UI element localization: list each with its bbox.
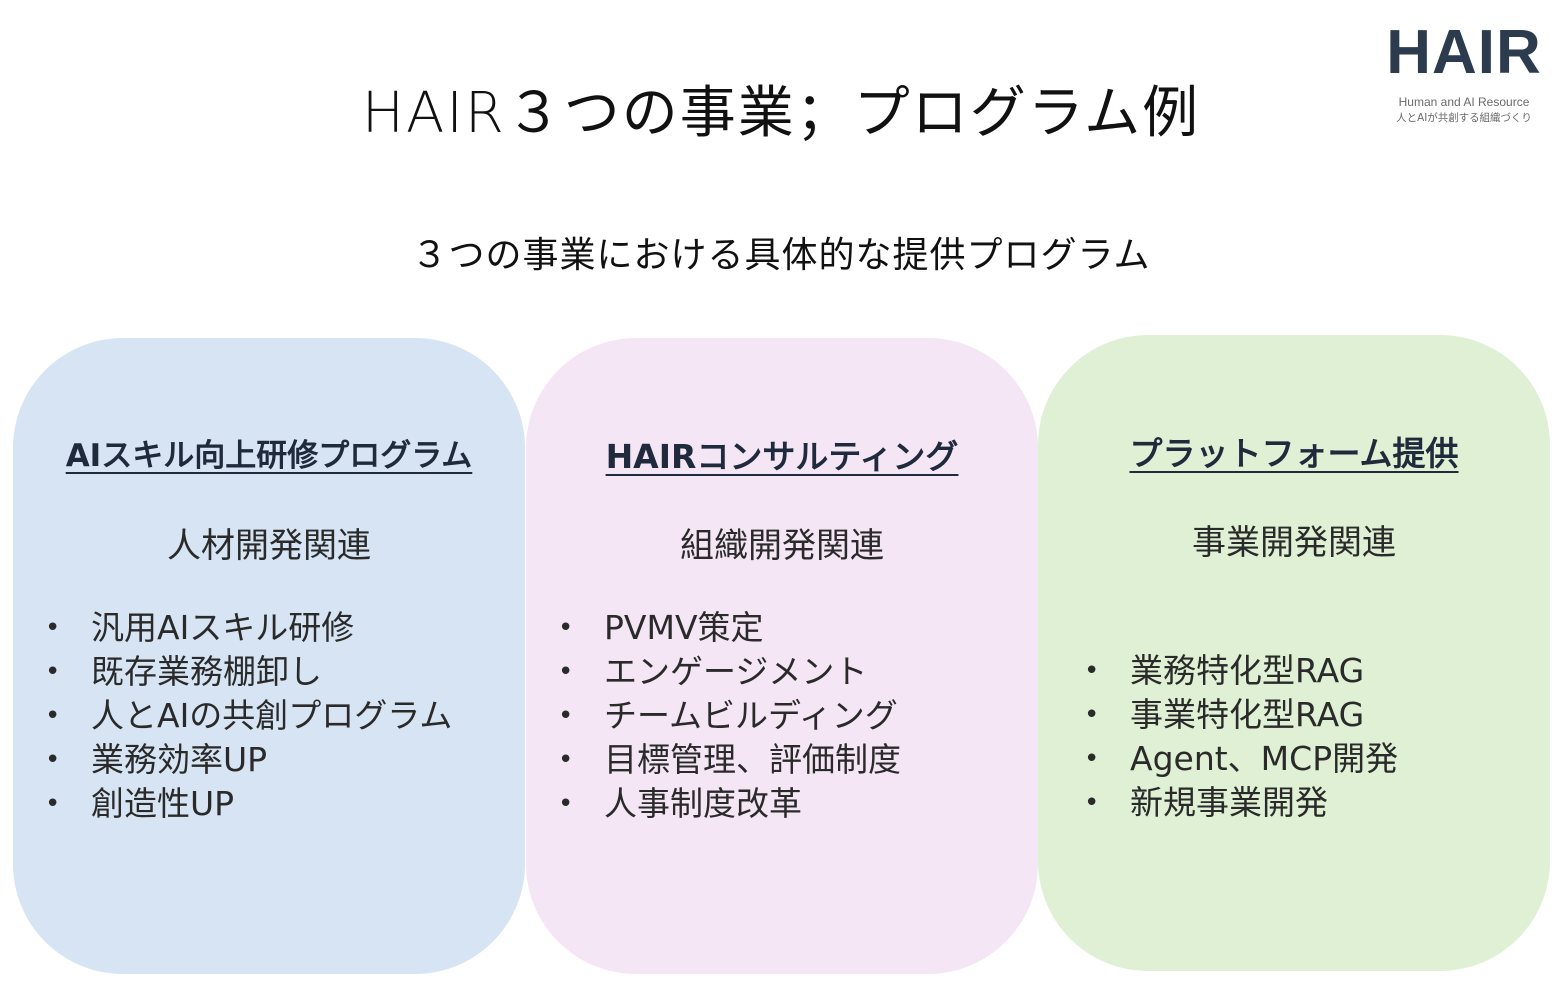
list-item-text: 人とAIの共創プログラム [91,696,453,735]
logo-tagline-en: Human and AI Resource [1398,95,1530,109]
logo-tagline-ja: 人とAIが共創する組織づくり [1396,111,1532,124]
bullet-icon: • [1084,700,1100,730]
list-item: • PVMV策定 [558,606,901,650]
list-item: • 事業特化型RAG [1084,693,1398,737]
hair-logo: HAIR Human and AI Resource 人とAIが共創する組織づく… [1384,22,1544,126]
list-item-text: PVMV策定 [604,608,764,647]
bullet-icon: • [558,657,574,687]
list-item-text: 新規事業開発 [1130,783,1328,822]
card-title: プラットフォーム提供 [1129,434,1459,473]
bullet-icon: • [45,657,61,687]
bullet-icon: • [558,789,574,819]
list-item: • Agent、MCP開発 [1084,737,1398,781]
card-category: 事業開発関連 [1192,523,1396,563]
list-item-text: 業務効率UP [91,740,268,779]
bullet-icon: • [558,745,574,775]
card-item-list: • 汎用AIスキル研修 • 既存業務棚卸し • 人とAIの共創プログラム • 業務効率U… [45,606,452,826]
list-item-text: 事業特化型RAG [1130,695,1365,734]
list-item-text: 業務特化型RAG [1130,651,1365,690]
list-item: • 業務効率UP [45,738,452,782]
list-item-text: Agent、MCP開発 [1130,739,1399,778]
card-item-list: •PVMV策定 •エンゲージメント •チームビルディング •目標管理、評価制度 … [558,606,901,826]
list-item-text: チームビルディング [604,696,898,735]
list-item: • 汎用AIスキル研修 [45,606,452,650]
card-title: HAIRコンサルティング [605,437,959,476]
page-title: HAIR３つの事業；プログラム例 [361,81,1201,146]
list-item-text: 人事制度改革 [604,784,802,823]
bullet-icon: • [1084,788,1100,818]
card-category: 人材開発関連 [167,526,371,566]
bullet-icon: • [558,701,574,731]
card-ai-skill-training: AIスキル向上研修プログラム 人材開発関連 • 汎用AIスキル研修 • 既存業務棚卸… [13,338,525,974]
list-item: • 人とAIの共創プログラム [45,694,452,738]
logo-wordmark: HAIR [1386,18,1542,87]
list-item: • 既存業務棚卸し [45,650,452,694]
list-item: • エンゲージメント [558,650,901,694]
list-item: • 人事制度改革 [558,782,901,826]
bullet-icon: • [1084,656,1100,686]
list-item-text: 創造性UP [91,784,235,823]
list-item-text: 既存業務棚卸し [91,652,322,691]
bullet-icon: • [558,613,574,643]
bullet-icon: • [45,745,61,775]
list-item: • 目標管理、評価制度 [558,738,901,782]
bullet-icon: • [1084,744,1100,774]
card-category: 組織開発関連 [680,526,884,566]
list-item: • 業務特化型RAG [1084,649,1398,693]
list-item-text: エンゲージメント [604,652,868,691]
card-title: AIスキル向上研修プログラム [65,438,473,474]
list-item: • 新規事業開発 [1084,781,1398,825]
list-item-text: 汎用AIスキル研修 [91,608,355,647]
list-item: • 創造性UP [45,782,452,826]
card-item-list: • 業務特化型RAG • 事業特化型RAG • Agent、MCP開発 • 新規事業開発 [1084,649,1398,825]
card-hair-consulting: HAIRコンサルティング 組織開発関連 • PVMV策定 • エンゲージメント • チ… [526,338,1038,974]
bullet-icon: • [45,789,61,819]
list-item-text: 目標管理、評価制度 [604,740,901,779]
bullet-icon: • [45,701,61,731]
bullet-icon: • [45,613,61,643]
page-subtitle: ３つの事業における具体的な提供プログラム [411,235,1151,276]
list-item: • チームビルディング [558,694,901,738]
card-platform: プラットフォーム提供 事業開発関連 • 業務特化型RAG • 事業特化型RAG • A… [1038,335,1550,971]
